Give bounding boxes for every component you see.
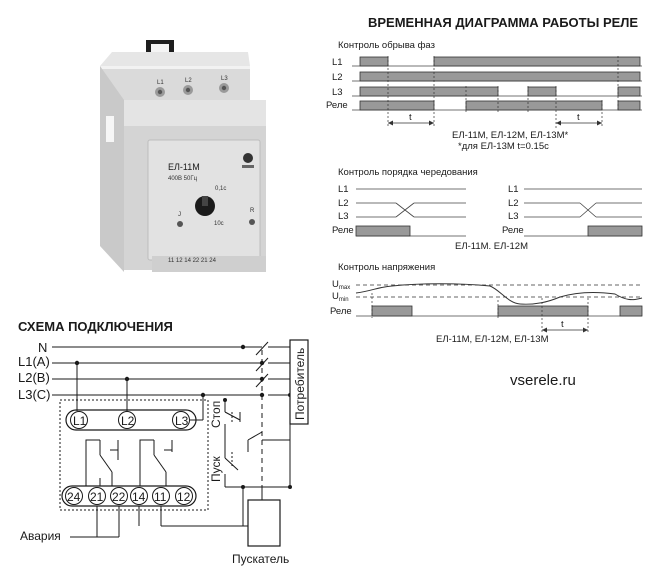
bus-l3-label: L3(C) [18,387,51,402]
top-terminal-screws [155,83,229,97]
d1-t-label: t [409,112,412,123]
scheme-term-24: 24 [67,490,81,504]
d2b-row-l1: L1 [508,184,519,195]
d2-row-l1: L1 [338,184,349,195]
d3-relay: Реле [330,306,352,317]
scheme-term-21: 21 [90,490,104,504]
device-photo: L1 L2 L3 ЕЛ-11М 400В 50Гц 0,1с 10с J R 1… [100,40,266,272]
led-j-label: J [178,212,181,218]
d1-t-label-2: t [577,112,580,123]
d1-models: ЕЛ-11М, ЕЛ-12М, ЕЛ-13М* [452,130,568,141]
phase-seq-title: Контроль порядка чередования [338,167,478,178]
d1-bar [617,86,641,97]
device-voltage-label: 400В 50Гц [168,176,198,182]
d1-bar [527,86,557,97]
website-label: vserele.ru [510,372,576,389]
stop-button-label: Стоп [209,401,223,428]
scheme-term-l2: L2 [121,414,135,428]
bus-l1-label: L1(A) [18,354,50,369]
led-j-indicator [177,221,183,227]
start-button-label: Пуск [209,456,223,482]
alarm-label: Авария [20,529,61,543]
d3-bar [619,305,643,317]
d1-row-l2: L2 [332,72,343,83]
scheme-term-l3: L3 [175,414,189,428]
scheme-term-11: 11 [154,490,167,504]
bus-n-label: N [38,340,47,355]
d3-t-label: t [561,319,564,330]
d1-row-l3: L3 [332,87,343,98]
d1-bar [359,100,435,111]
d2b-row-relay: Реле [502,225,524,236]
scheme-term-14: 14 [132,490,146,504]
scheme-term-12: 12 [177,490,191,504]
starter-label: Пускатель [232,552,289,566]
dial-bottom-label: 10с [214,221,224,227]
d2b-row-l2: L2 [508,198,519,209]
device-model-label: ЕЛ-11М [168,162,200,172]
device-bottom-terminals: 11 12 14 22 21 24 [168,258,217,264]
phase-sequence-diagram: Контроль порядка чередования L1 L2 L3 Ре… [332,167,643,252]
bus-l2-label: L2(B) [18,370,50,385]
d1-bar [359,86,499,97]
phase-loss-title: Контроль обрыва фаз [338,40,435,51]
scheme-term-l1: L1 [73,414,87,428]
d1-bar [359,56,389,67]
d3-bar [497,305,589,317]
d2-row-relay: Реле [332,225,354,236]
d3-voltage-curve [355,283,643,305]
d3-umax: Umax [332,279,350,291]
led-r-label: R [250,208,255,214]
d1-bar [465,100,603,111]
d3-models: ЕЛ-11М, ЕЛ-12М, ЕЛ-13М [436,334,549,345]
device-terminal-l1: L1 [157,80,164,86]
phase-loss-diagram: Контроль обрыва фаз L1 L2 L3 Реле [326,40,642,152]
d1-bar [617,100,641,111]
connection-scheme: N L1(A) L2(B) L3(C) [18,339,309,566]
voltage-control-diagram: Контроль напряжения Umax Umin Реле t ЕЛ-… [330,262,643,345]
consumer-box [289,339,309,425]
d2-row-l2: L2 [338,198,349,209]
d1-bar [433,56,641,67]
voltage-title: Контроль напряжения [338,262,435,273]
d2-models: ЕЛ-11М. ЕЛ-12М [455,241,528,252]
d2-bar [355,225,411,237]
device-terminal-l2: L2 [185,78,192,84]
timing-diagram-title: ВРЕМЕННАЯ ДИАГРАММА РАБОТЫ РЕЛЕ [368,15,638,30]
d1-note: *для ЕЛ-13М t=0.15с [458,141,549,152]
brand-logo [242,153,254,168]
d1-row-relay: Реле [326,100,348,111]
led-r-indicator [249,219,255,225]
d3-bar [371,305,413,317]
scheme-term-22: 22 [112,490,126,504]
consumer-label: Потребитель [293,348,307,420]
d2-bar [587,225,643,237]
device-terminal-l3: L3 [221,76,228,82]
starter-coil [247,499,281,547]
d3-umin: Umin [332,291,349,303]
d1-row-l1: L1 [332,57,343,68]
d1-bar [359,71,641,82]
d2b-row-l3: L3 [508,211,519,222]
relay-frame [59,399,209,511]
d2-row-l3: L3 [338,211,349,222]
scheme-title: СХЕМА ПОДКЛЮЧЕНИЯ [18,319,173,334]
dial-top-label: 0,1с [215,186,226,192]
